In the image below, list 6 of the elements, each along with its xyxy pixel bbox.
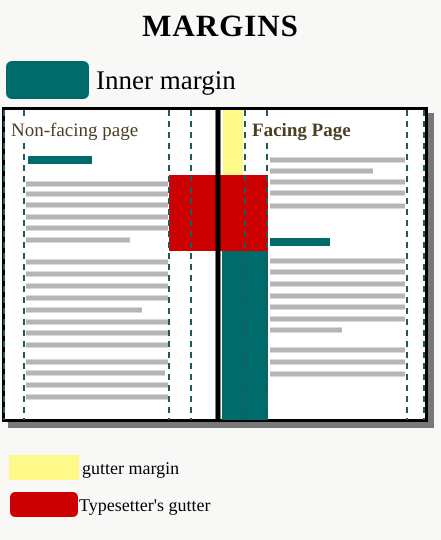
title: MARGINS xyxy=(141,8,300,44)
legend-label: gutter margin xyxy=(82,457,180,480)
page-heading: Non-facing page xyxy=(11,120,138,142)
legend-label: Inner margin xyxy=(96,64,236,97)
legend-label: Typesetter's gutter xyxy=(79,494,210,517)
page-heading: Facing Page xyxy=(252,120,351,142)
